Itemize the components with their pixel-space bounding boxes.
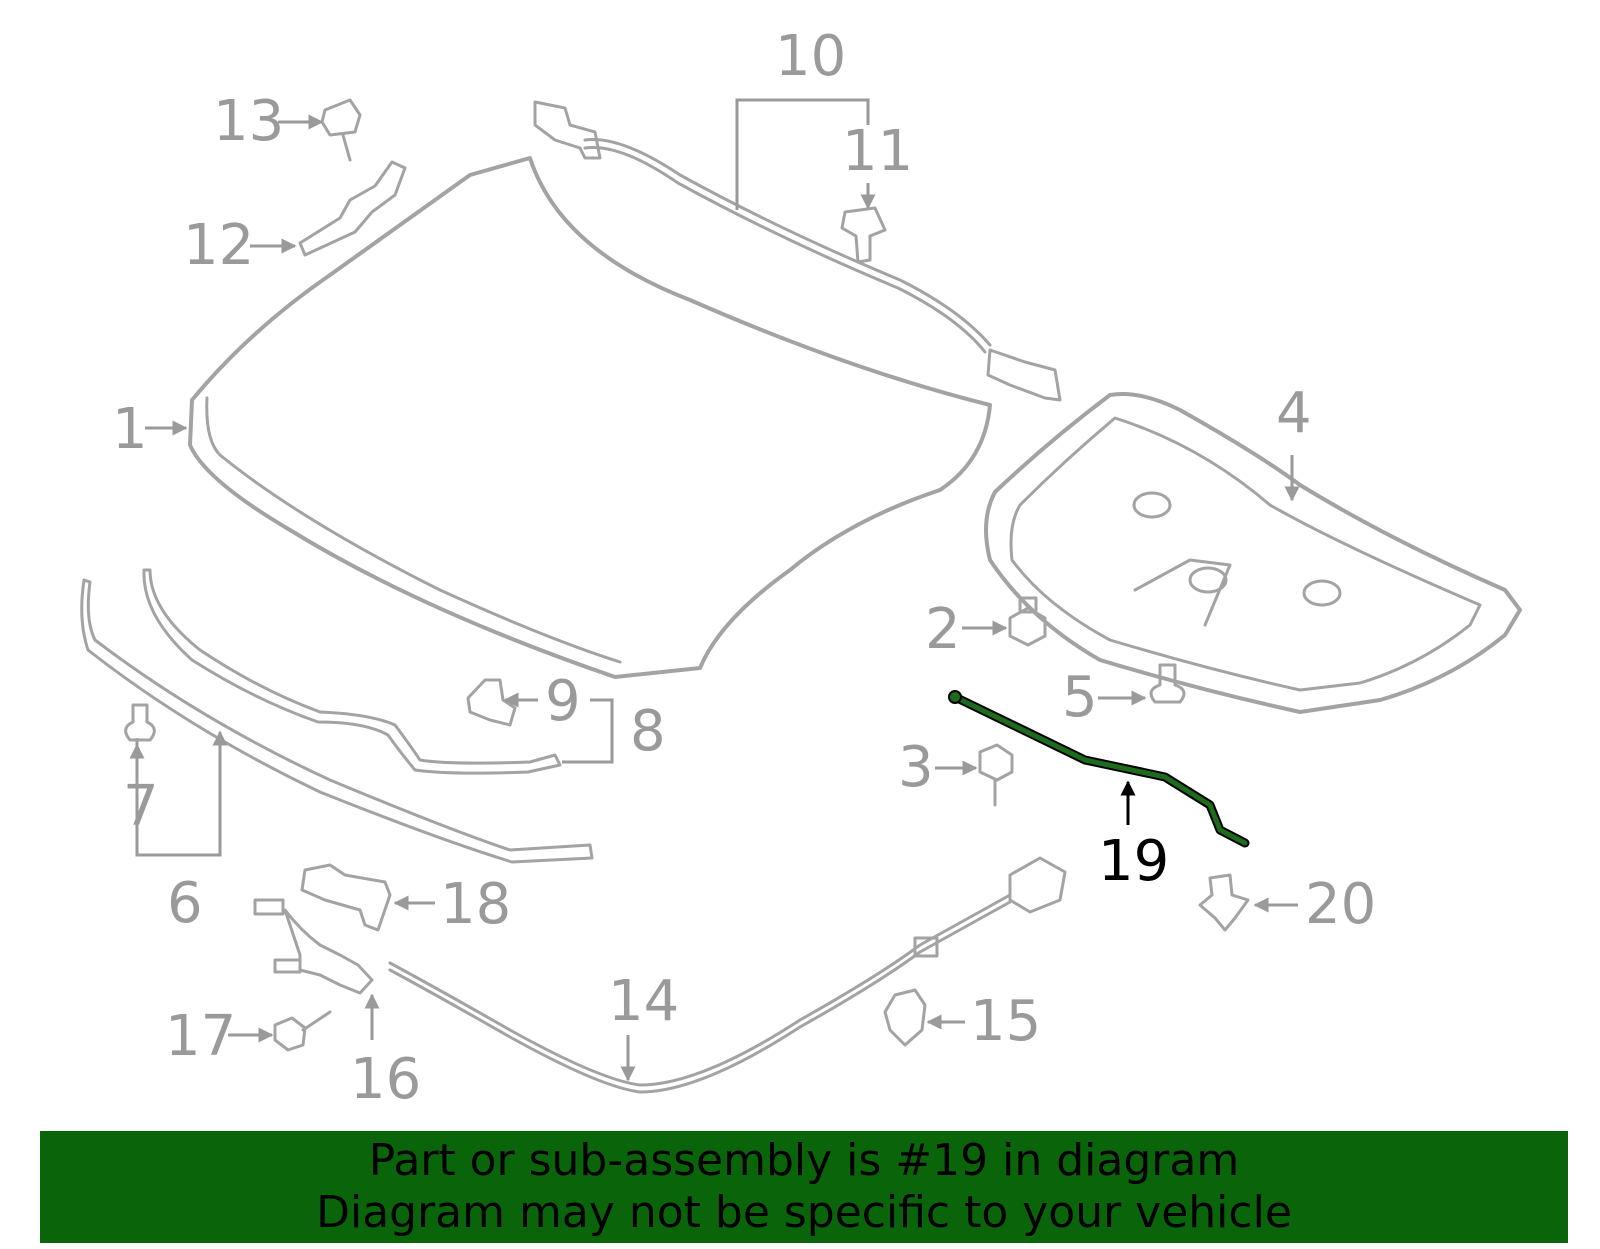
callout-18: 18 — [393, 872, 511, 937]
svg-text:11: 11 — [842, 119, 913, 184]
callout-12: 12 — [183, 213, 297, 278]
clip-15 — [883, 988, 927, 1047]
banner-line-1: Part or sub-assembly is #19 in diagram — [368, 1135, 1240, 1186]
bolt-13 — [320, 98, 362, 162]
callout-9: 9 — [503, 669, 581, 734]
clip-9 — [466, 678, 517, 727]
hood-insulator-4 — [984, 392, 1522, 714]
svg-text:7: 7 — [123, 774, 159, 839]
svg-text:1: 1 — [112, 397, 148, 462]
bolt-17 — [273, 1010, 332, 1052]
callout-6: 6 — [135, 730, 228, 936]
seal-8 — [142, 568, 562, 775]
callout-3: 3 — [898, 735, 978, 800]
hood-panel — [188, 156, 992, 679]
clip-20 — [1198, 873, 1250, 932]
svg-text:19: 19 — [1098, 829, 1169, 894]
svg-text:6: 6 — [167, 871, 203, 936]
svg-text:12: 12 — [183, 213, 254, 278]
bracket-18 — [300, 863, 392, 932]
callout-4: 4 — [1276, 381, 1312, 502]
clip-7 — [124, 703, 156, 742]
callout-13: 13 — [213, 89, 324, 154]
prop-rod-19 — [948, 690, 1250, 848]
svg-text:14: 14 — [608, 969, 679, 1034]
svg-text:5: 5 — [1062, 665, 1098, 730]
svg-text:3: 3 — [898, 735, 934, 800]
release-cable-14 — [388, 856, 1067, 1094]
callout-2: 2 — [925, 597, 1008, 662]
svg-text:4: 4 — [1276, 381, 1312, 446]
info-banner: Part or sub-assembly is #19 in diagram D… — [40, 1131, 1568, 1243]
callout-14: 14 — [608, 969, 679, 1082]
callout-19: 19 — [1098, 780, 1169, 894]
svg-text:8: 8 — [630, 699, 666, 764]
hood-seal-strip — [533, 100, 1062, 402]
svg-text:2: 2 — [925, 597, 961, 662]
callout-1: 1 — [112, 397, 188, 462]
svg-text:17: 17 — [165, 1004, 236, 1069]
callout-7: 7 — [123, 743, 159, 839]
callout-8: 8 — [562, 698, 666, 764]
clip-5 — [1149, 663, 1186, 704]
callout-20: 20 — [1253, 872, 1376, 937]
callout-10: 10 — [735, 24, 870, 210]
nut-2 — [1008, 596, 1047, 647]
svg-text:18: 18 — [440, 872, 511, 937]
bolt-3 — [978, 743, 1014, 807]
callout-16: 16 — [350, 993, 421, 1112]
latch-16 — [253, 898, 374, 995]
seal-6 — [80, 578, 594, 864]
callout-15: 15 — [926, 989, 1041, 1054]
clip-11 — [840, 206, 887, 264]
callout-11: 11 — [842, 119, 913, 210]
svg-text:16: 16 — [350, 1047, 421, 1112]
svg-text:9: 9 — [545, 669, 581, 734]
svg-text:13: 13 — [213, 89, 284, 154]
bracket-12 — [298, 160, 407, 257]
svg-text:20: 20 — [1305, 872, 1376, 937]
svg-text:10: 10 — [775, 24, 846, 89]
banner-line-2: Diagram may not be specific to your vehi… — [316, 1187, 1292, 1238]
callout-17: 17 — [165, 1004, 274, 1069]
callout-5: 5 — [1062, 665, 1147, 730]
svg-text:15: 15 — [970, 989, 1041, 1054]
